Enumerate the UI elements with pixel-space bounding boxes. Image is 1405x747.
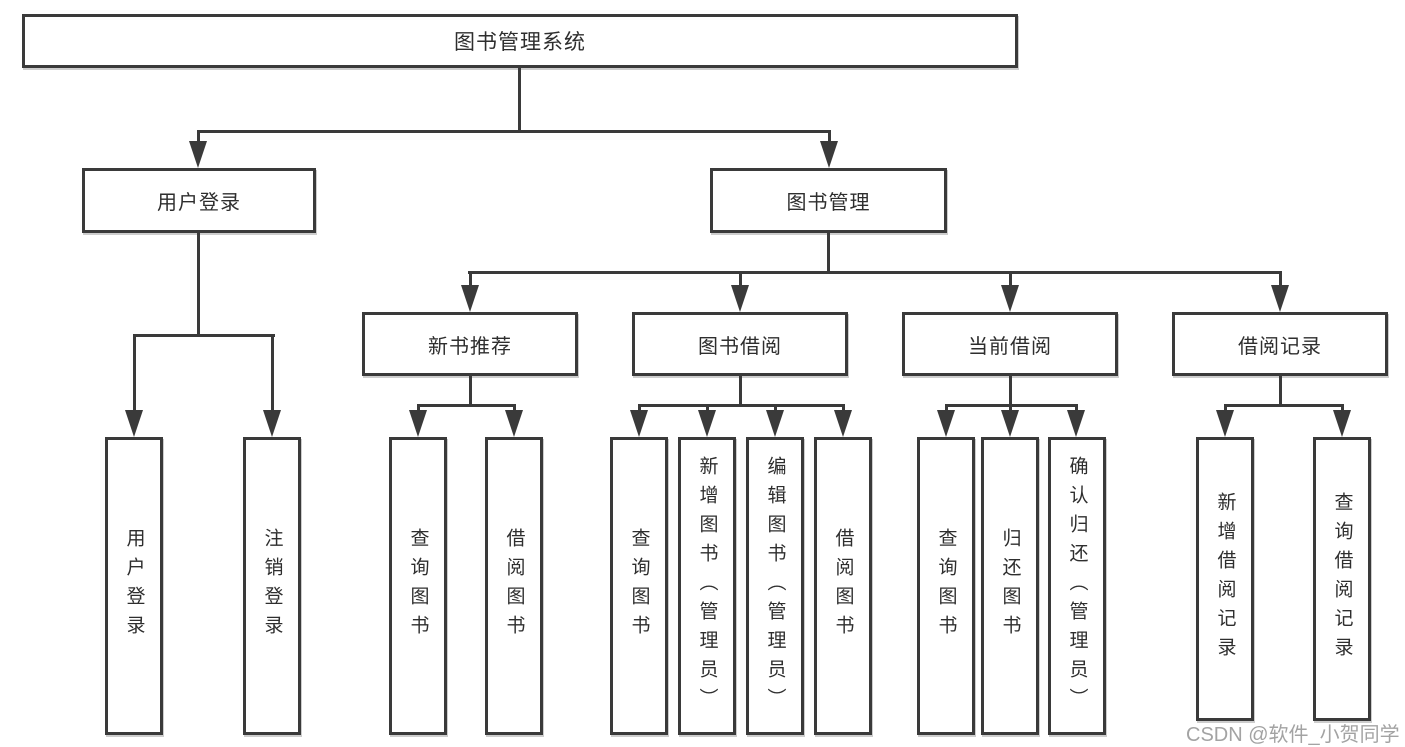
connector-vline [513, 404, 516, 414]
arrow-down-icon [409, 410, 427, 437]
connector-vline [469, 271, 472, 287]
node-label: 新书推荐 [428, 335, 512, 358]
node-library-management-system: 图书管理系统 [22, 14, 1018, 68]
node-book-management: 图书管理 [710, 168, 947, 233]
connector-vline [842, 404, 845, 414]
leaf-label: 确认归还（管理员） [1066, 455, 1088, 717]
arrow-down-icon [1333, 410, 1351, 437]
connector-hline [197, 130, 831, 133]
connector-vline [739, 271, 742, 287]
arrow-down-icon [505, 410, 523, 437]
arrow-down-icon [731, 285, 749, 312]
connector-vline [197, 130, 200, 144]
arrow-down-icon [630, 410, 648, 437]
arrow-down-icon [1001, 285, 1019, 312]
connector-vline [271, 334, 274, 412]
leaf-label: 查询图书 [628, 528, 650, 644]
leaf-edit-books-admin: 编辑图书（管理员） [746, 437, 804, 735]
connector-vline [1341, 404, 1344, 414]
arrow-down-icon [698, 410, 716, 437]
arrow-down-icon [820, 141, 838, 168]
connector-vline [1075, 404, 1078, 414]
leaf-logout: 注销登录 [243, 437, 301, 735]
leaf-label: 查询图书 [935, 528, 957, 644]
arrow-down-icon [1216, 410, 1234, 437]
connector-hline [417, 404, 516, 407]
arrow-down-icon [1001, 410, 1019, 437]
arrow-down-icon [1067, 410, 1085, 437]
leaf-borrow-books-borrowing: 借阅图书 [814, 437, 872, 735]
connector-vline [1009, 404, 1012, 414]
leaf-label: 新增图书（管理员） [696, 455, 718, 717]
leaf-label: 编辑图书（管理员） [764, 455, 786, 717]
connector-vline [739, 376, 742, 407]
connector-vline [706, 404, 709, 414]
leaf-label: 用户登录 [123, 528, 145, 644]
connector-vline [417, 404, 420, 414]
connector-vline [638, 404, 641, 414]
leaf-borrow-books-recommend: 借阅图书 [485, 437, 543, 735]
connector-vline [828, 130, 831, 144]
connector-vline [774, 404, 777, 414]
leaf-label: 查询图书 [407, 528, 429, 644]
leaf-label: 查询借阅记录 [1331, 492, 1353, 666]
node-new-book-recommendation: 新书推荐 [362, 312, 578, 376]
node-borrowing-records: 借阅记录 [1172, 312, 1388, 376]
connector-hline [638, 404, 845, 407]
leaf-add-borrow-record: 新增借阅记录 [1196, 437, 1254, 721]
connector-vline [1279, 376, 1282, 407]
leaf-query-books-borrowing: 查询图书 [610, 437, 668, 735]
leaf-label: 归还图书 [999, 528, 1021, 644]
arrow-down-icon [125, 410, 143, 437]
node-user-login: 用户登录 [82, 168, 316, 233]
arrow-down-icon [937, 410, 955, 437]
connector-vline [1009, 271, 1012, 287]
arrow-down-icon [263, 410, 281, 437]
connector-vline [945, 404, 948, 414]
leaf-label: 借阅图书 [832, 528, 854, 644]
leaf-add-books-admin: 新增图书（管理员） [678, 437, 736, 735]
connector-hline [133, 334, 275, 337]
arrow-down-icon [834, 410, 852, 437]
node-label: 借阅记录 [1238, 335, 1322, 358]
csdn-watermark: CSDN @软件_小贺同学 [1186, 724, 1400, 746]
leaf-query-books-current: 查询图书 [917, 437, 975, 735]
node-label: 当前借阅 [968, 335, 1052, 358]
arrow-down-icon [766, 410, 784, 437]
connector-vline [827, 233, 830, 274]
connector-vline [1009, 376, 1012, 407]
node-label: 图书管理 [786, 192, 871, 214]
leaf-query-books-recommend: 查询图书 [389, 437, 447, 735]
connector-hline [468, 271, 1282, 274]
arrow-down-icon [461, 285, 479, 312]
connector-vline [1279, 271, 1282, 287]
connector-hline [1224, 404, 1343, 407]
leaf-query-borrow-record: 查询借阅记录 [1313, 437, 1371, 721]
connector-vline [197, 233, 200, 336]
connector-vline [518, 68, 521, 132]
node-label: 图书借阅 [698, 335, 782, 358]
leaf-label: 新增借阅记录 [1214, 492, 1236, 666]
leaf-return-books: 归还图书 [981, 437, 1039, 735]
arrow-down-icon [1271, 285, 1289, 312]
connector-vline [133, 334, 136, 412]
node-current-borrowing: 当前借阅 [902, 312, 1118, 376]
leaf-label: 借阅图书 [503, 528, 525, 644]
leaf-label: 注销登录 [261, 528, 283, 644]
connector-vline [469, 376, 472, 407]
connector-vline [1224, 404, 1227, 414]
leaf-confirm-return-admin: 确认归还（管理员） [1048, 437, 1106, 735]
arrow-down-icon [189, 141, 207, 168]
node-book-borrowing: 图书借阅 [632, 312, 848, 376]
node-label: 用户登录 [157, 192, 241, 214]
leaf-user-login: 用户登录 [105, 437, 163, 735]
node-label: 图书管理系统 [454, 31, 586, 54]
